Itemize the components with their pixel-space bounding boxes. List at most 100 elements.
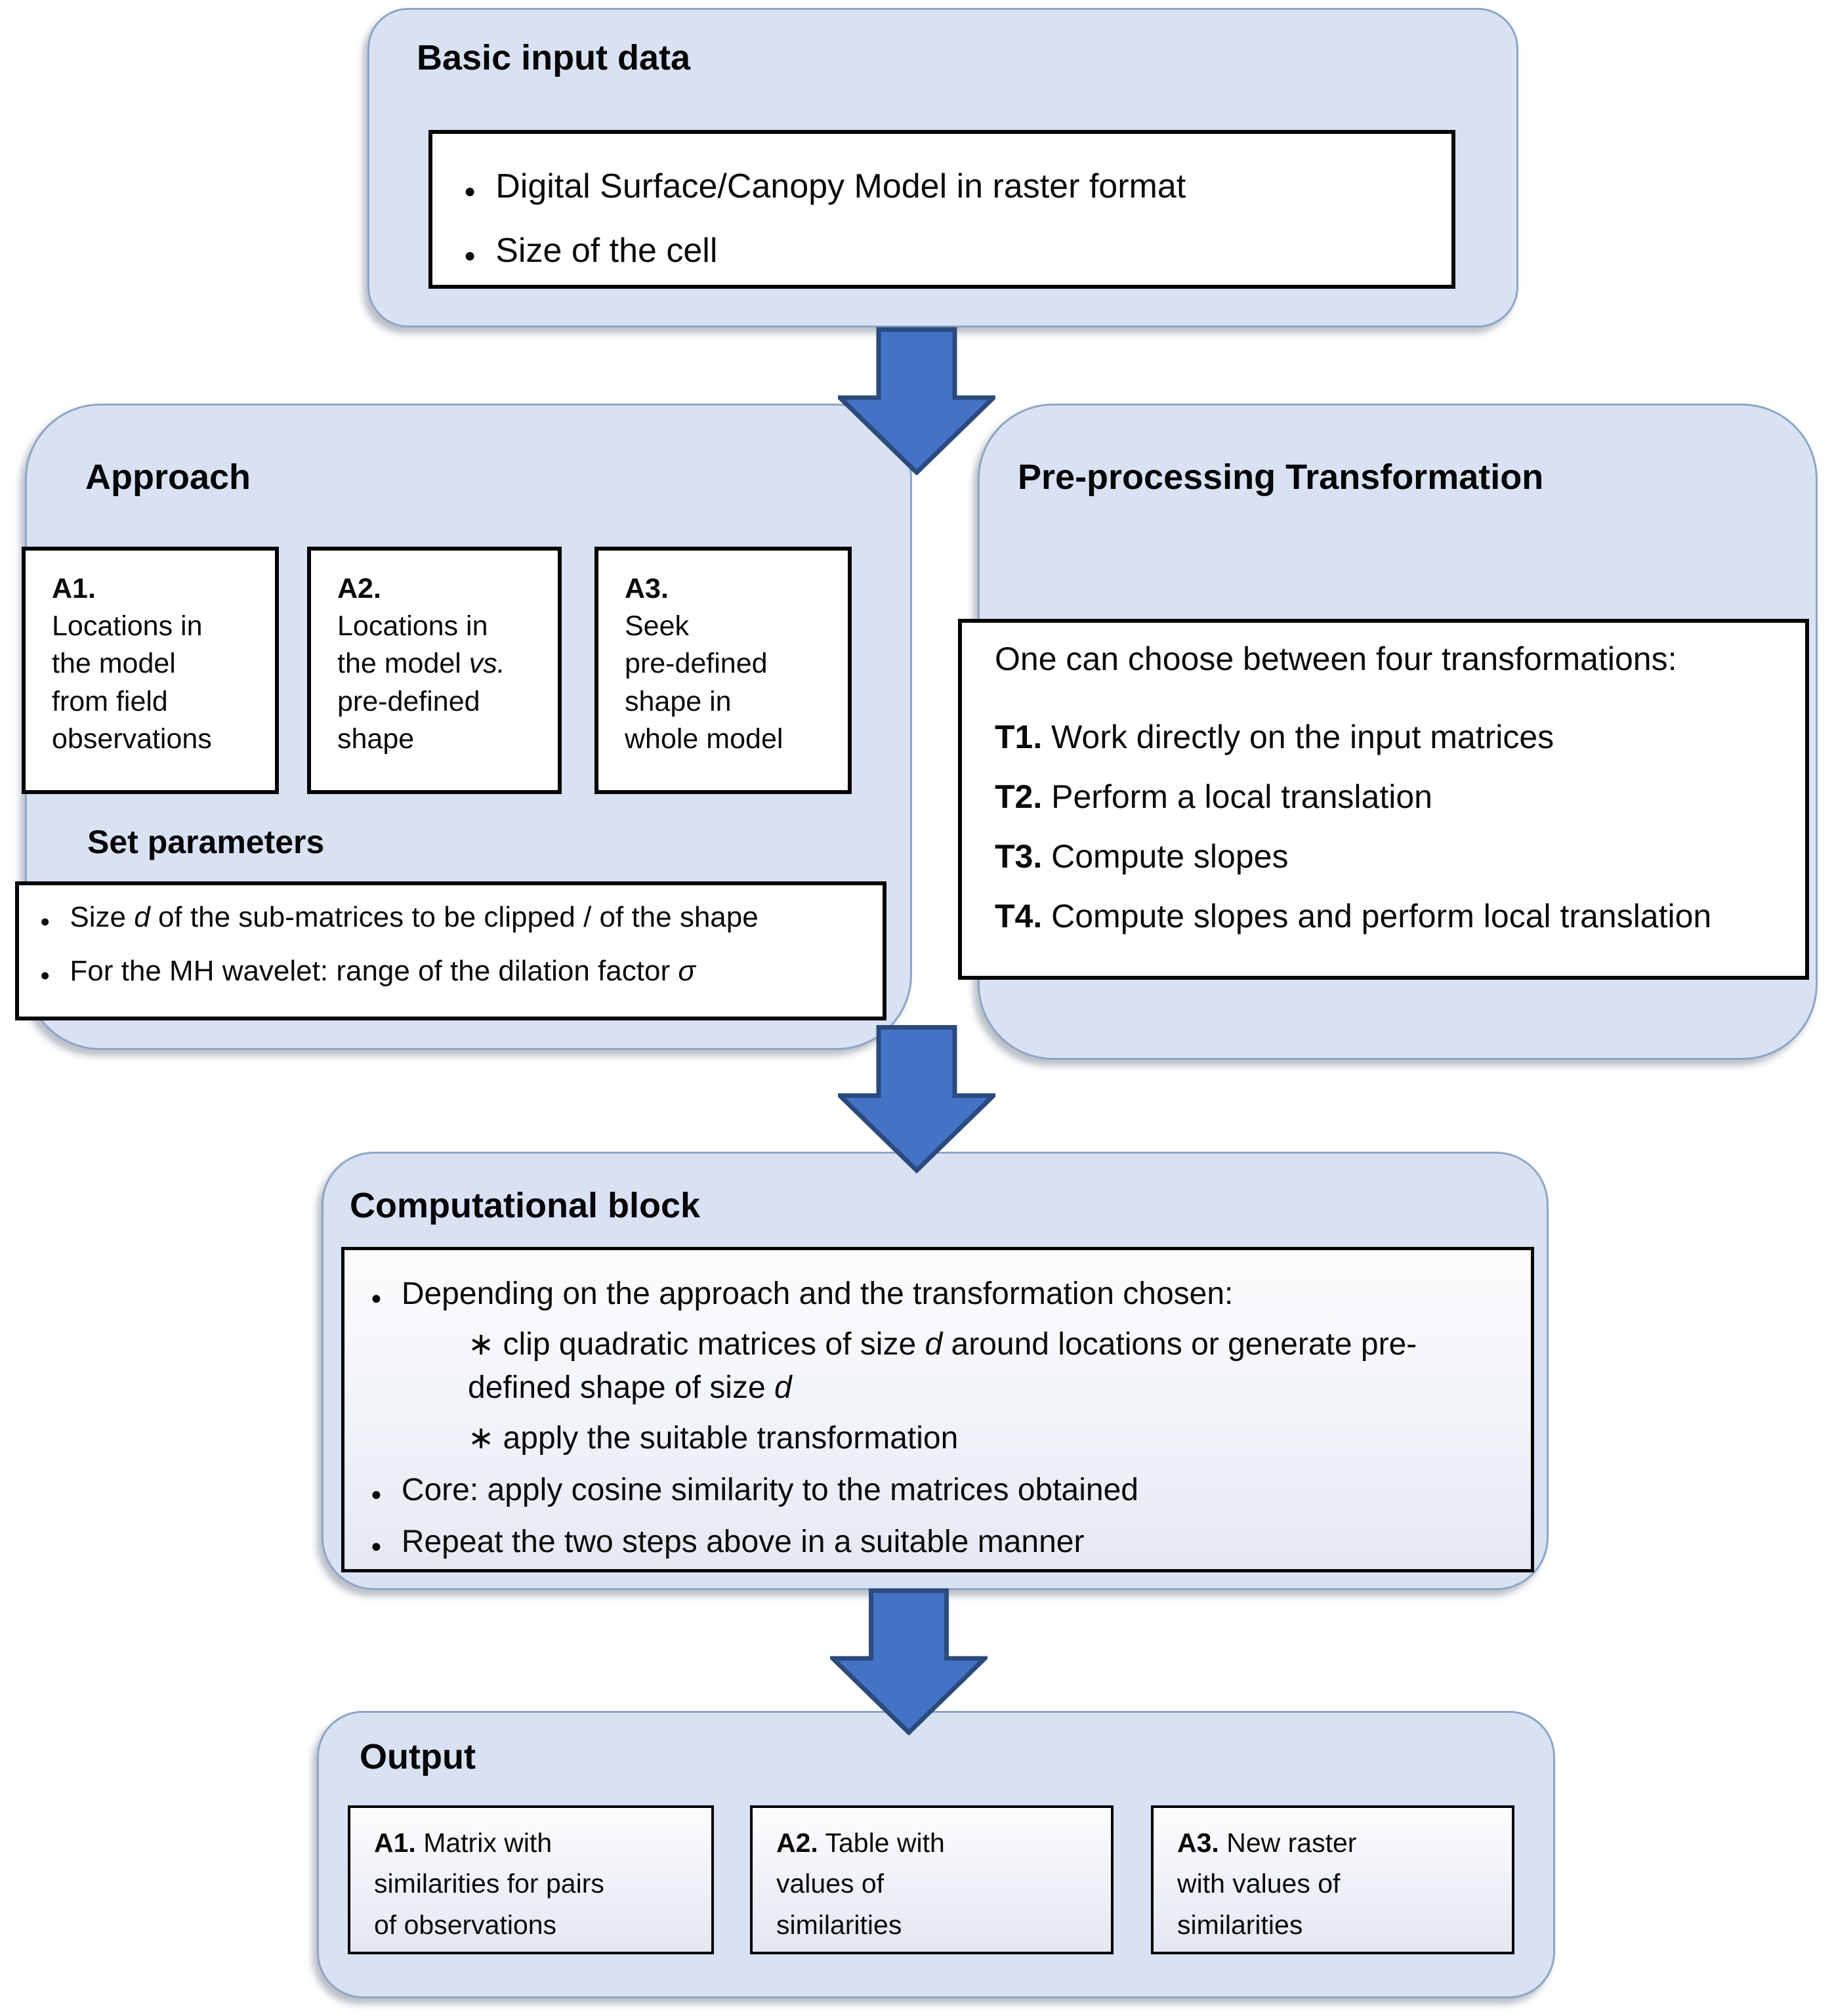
bullet-item: Digital Surface/Canopy Model in raster f… bbox=[464, 167, 1432, 206]
text-line: shape bbox=[337, 721, 552, 758]
text-segment: σ bbox=[678, 955, 696, 987]
down-arrow-icon bbox=[830, 1588, 988, 1735]
text-line: A1. Matrix with bbox=[374, 1822, 703, 1863]
text-line: pre-defined bbox=[337, 683, 552, 721]
approach-option-box-a3: A3. Seek pre-defined shape in whole mode… bbox=[594, 547, 852, 794]
text-segment: of the sub-matrices to be clipped / of t… bbox=[150, 901, 759, 933]
bullet-item: Repeat the two steps above in a suitable… bbox=[371, 1521, 1515, 1563]
text-line: Locations in bbox=[52, 608, 270, 645]
output-box-a3: A3. New raster with values of similariti… bbox=[1151, 1805, 1514, 1954]
text-line: A3. New raster bbox=[1177, 1822, 1504, 1863]
text-line: Seek bbox=[625, 608, 843, 645]
output-box-a1: A1. Matrix with similarities for pairs o… bbox=[348, 1805, 714, 1954]
text-segment: For the MH wavelet: range of the dilatio… bbox=[70, 955, 678, 987]
bullet-item: For the MH wavelet: range of the dilatio… bbox=[40, 955, 873, 988]
text-line: the model bbox=[52, 645, 270, 682]
text-segment: Table with bbox=[818, 1828, 945, 1858]
text-line: similarities bbox=[1177, 1909, 1303, 1940]
set-parameters-title: Set parameters bbox=[87, 824, 325, 860]
item-label: T3. bbox=[995, 838, 1043, 875]
approach-panel: Approach A1. Locations in the model from… bbox=[15, 404, 912, 1050]
list-item: T1. Work directly on the input matrices bbox=[995, 717, 1795, 757]
approach-title: Approach bbox=[85, 457, 251, 497]
item-label: T2. bbox=[995, 778, 1043, 815]
text-segment: vs. bbox=[469, 648, 505, 680]
item-label: A3. bbox=[1177, 1828, 1219, 1858]
down-arrow-icon bbox=[838, 327, 995, 475]
item-label: A2. bbox=[337, 573, 381, 604]
text-segment: Size bbox=[70, 901, 135, 933]
bullet-item: Core: apply cosine similarity to the mat… bbox=[371, 1469, 1515, 1511]
text-segment: d bbox=[134, 901, 150, 933]
text-segment: Perform a local translation bbox=[1042, 778, 1432, 815]
text-line: from field bbox=[52, 683, 270, 721]
sub-step: ∗ apply the suitable transformation bbox=[468, 1420, 959, 1456]
text-line: values of bbox=[776, 1868, 885, 1899]
item-label: A2. bbox=[776, 1828, 818, 1858]
output-title: Output bbox=[360, 1737, 476, 1776]
set-parameters-box: Size d of the sub-matrices to be clipped… bbox=[15, 881, 886, 1020]
preprocessing-title: Pre-processing Transformation bbox=[1018, 457, 1544, 497]
text-line: the model vs. bbox=[337, 645, 552, 682]
transformation-list: T1. Work directly on the input matrices … bbox=[995, 717, 1795, 936]
text-segment: the model bbox=[337, 648, 469, 680]
text-line: A2. Table with bbox=[776, 1822, 1103, 1863]
text-segment: Size of the cell bbox=[495, 232, 718, 270]
text-segment: Work directly on the input matrices bbox=[1042, 719, 1554, 755]
list-item: T4. Compute slopes and perform local tra… bbox=[995, 896, 1795, 936]
text-segment: Matrix with bbox=[415, 1828, 552, 1858]
basic-input-title: Basic input data bbox=[417, 38, 691, 77]
item-label: T4. bbox=[995, 898, 1043, 934]
list-item: T2. Perform a local translation bbox=[995, 777, 1795, 816]
basic-input-box: Digital Surface/Canopy Model in raster f… bbox=[428, 130, 1455, 289]
text-segment: pre-defined bbox=[337, 685, 480, 717]
sub-step: ∗ clip quadratic matrices of size d arou… bbox=[468, 1323, 1495, 1409]
computational-title: Computational block bbox=[350, 1186, 701, 1225]
text-segment: around locations or generate pre-defined… bbox=[468, 1327, 1417, 1405]
text-line: shape in bbox=[625, 683, 843, 721]
down-arrow-icon bbox=[838, 1025, 995, 1173]
transformations-box: One can choose between four transformati… bbox=[958, 619, 1809, 980]
bullet-item: Depending on the approach and the transf… bbox=[371, 1272, 1515, 1315]
text-segment: observations bbox=[52, 723, 212, 755]
text-line: with values of bbox=[1177, 1868, 1341, 1899]
preprocessing-panel: Pre-processing Transformation One can ch… bbox=[958, 404, 1818, 1060]
approach-option-box-a2: A2. Locations in the model vs. pre-defin… bbox=[307, 547, 562, 794]
item-label: A1. bbox=[374, 1828, 416, 1858]
output-box-a2: A2. Table with values of similarities bbox=[750, 1805, 1114, 1954]
output-panel: Output A1. Matrix with similarities for … bbox=[317, 1711, 1555, 1998]
basic-input-panel: Basic input data Digital Surface/Canopy … bbox=[367, 8, 1518, 327]
text-line: Locations in bbox=[337, 608, 552, 645]
text-segment: from field bbox=[52, 685, 168, 717]
text-segment: whole model bbox=[625, 723, 783, 755]
computational-steps-box: Depending on the approach and the transf… bbox=[341, 1247, 1534, 1572]
text-line: One can choose between four transformati… bbox=[995, 640, 1677, 677]
text-line: Size d of the sub-matrices to be clipped… bbox=[70, 901, 758, 934]
text-line: of observations bbox=[374, 1909, 557, 1940]
text-segment: Compute slopes and perform local transla… bbox=[1042, 898, 1712, 934]
text-segment: ∗ clip quadratic matrices of size bbox=[468, 1327, 925, 1362]
text-segment: Compute slopes bbox=[1042, 838, 1289, 875]
text-segment: the model bbox=[52, 648, 176, 680]
text-segment: Seek bbox=[625, 610, 690, 642]
text-segment: Locations in bbox=[337, 610, 488, 642]
item-label: A3. bbox=[625, 573, 669, 604]
computational-panel: Computational block Depending on the app… bbox=[322, 1152, 1549, 1590]
text-segment: shape in bbox=[625, 685, 732, 717]
text-segment: Locations in bbox=[52, 610, 203, 642]
item-label: T1. bbox=[995, 719, 1043, 755]
text-segment: pre-defined bbox=[625, 648, 768, 680]
text-line: observations bbox=[52, 721, 270, 758]
text-segment: Digital Surface/Canopy Model in raster f… bbox=[495, 167, 1186, 205]
list-item: T3. Compute slopes bbox=[995, 837, 1795, 876]
text-line: For the MH wavelet: range of the dilatio… bbox=[70, 955, 695, 988]
text-segment: shape bbox=[337, 723, 415, 755]
approach-option-box-a1: A1. Locations in the model from field ob… bbox=[22, 547, 279, 794]
bullet-item: Size d of the sub-matrices to be clipped… bbox=[40, 901, 873, 934]
text-segment: New raster bbox=[1219, 1828, 1357, 1858]
item-label: A1. bbox=[52, 573, 96, 604]
text-segment: d bbox=[925, 1327, 943, 1362]
text-line: pre-defined bbox=[625, 645, 843, 682]
text-line: similarities bbox=[776, 1909, 902, 1940]
